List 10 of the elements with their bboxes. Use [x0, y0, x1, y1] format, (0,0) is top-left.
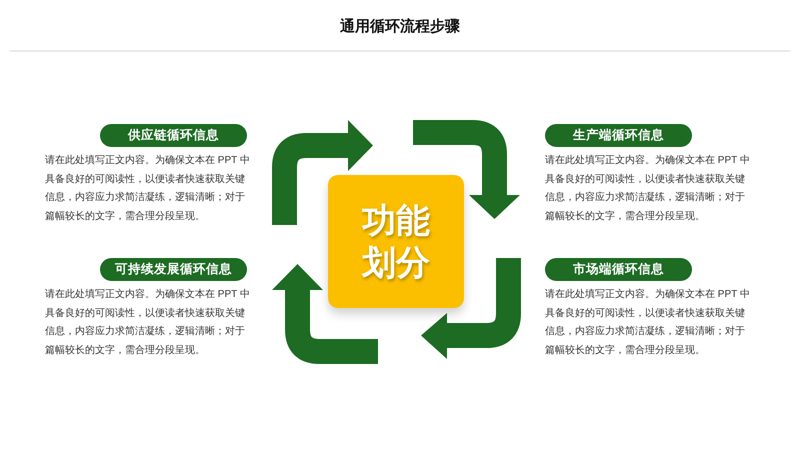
body-text: 请在此处填写正文内容。为确保文本在 PPT 中具备良好的可阅读性，以便读者快速获取关键信息，内容应力求简洁凝练，逻辑清晰；对于篇幅较长的文字，需合理分段呈现。: [45, 154, 251, 224]
body-text: 请在此处填写正文内容。为确保文本在 PPT 中具备良好的可阅读性，以便读者快速获取关键信息，内容应力求简洁凝练，逻辑清晰；对于篇幅较长的文字，需合理分段呈现。: [45, 288, 251, 358]
heading-pill: 供应链循环信息: [100, 124, 247, 147]
body-text: 请在此处填写正文内容。为确保文本在 PPT 中具备良好的可阅读性，以便读者快速获取关键信息，内容应力求简洁凝练，逻辑清晰；对于篇幅较长的文字，需合理分段呈现。: [545, 288, 751, 358]
heading-pill: 可持续发展循环信息: [100, 258, 247, 281]
body-text: 请在此处填写正文内容。为确保文本在 PPT 中具备良好的可阅读性，以便读者快速获取关键信息，内容应力求简洁凝练，逻辑清晰；对于篇幅较长的文字，需合理分段呈现。: [545, 154, 751, 224]
title: 通用循环流程步骤: [339, 17, 461, 36]
heading-pill: 市场端循环信息: [545, 258, 692, 281]
center-box: 功能划分: [328, 175, 464, 308]
heading-pill: 生产端循环信息: [545, 124, 692, 147]
